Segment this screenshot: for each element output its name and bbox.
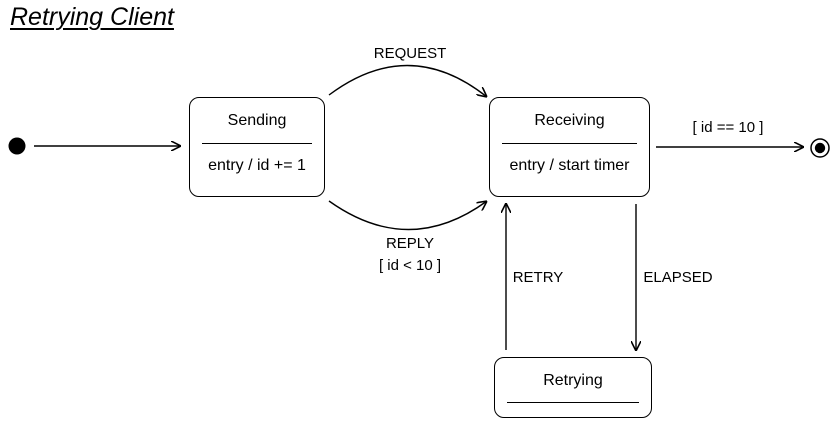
initial-state-dot	[8, 137, 26, 155]
state-receiving-name: Receiving	[534, 112, 605, 129]
finish-guard-label: [ id == 10 ]	[692, 119, 764, 136]
elapsed-event-label: ELAPSED	[643, 269, 713, 286]
state-receiving-divider	[502, 143, 637, 144]
retry-event-label: RETRY	[512, 269, 564, 286]
reply-transition-arrow	[328, 201, 487, 231]
state-retrying-name: Retrying	[543, 372, 603, 389]
state-retrying: Retrying	[494, 357, 652, 418]
state-receiving: Receiving entry / start timer	[489, 97, 650, 197]
request-transition-arrow	[328, 64, 487, 97]
state-sending-divider	[202, 143, 312, 144]
state-retrying-divider	[507, 402, 639, 403]
reply-guard-label: [ id < 10 ]	[378, 257, 442, 274]
state-sending: Sending entry / id += 1	[189, 97, 325, 197]
state-receiving-entry-action: entry / start timer	[509, 157, 630, 174]
state-sending-entry-action: entry / id += 1	[208, 157, 306, 174]
final-state-ring	[810, 138, 830, 158]
request-event-label: REQUEST	[373, 45, 447, 62]
final-state-dot	[814, 142, 826, 154]
state-sending-name: Sending	[227, 112, 287, 129]
diagram-title: Retrying Client	[10, 3, 174, 31]
reply-event-label: REPLY	[385, 235, 435, 252]
